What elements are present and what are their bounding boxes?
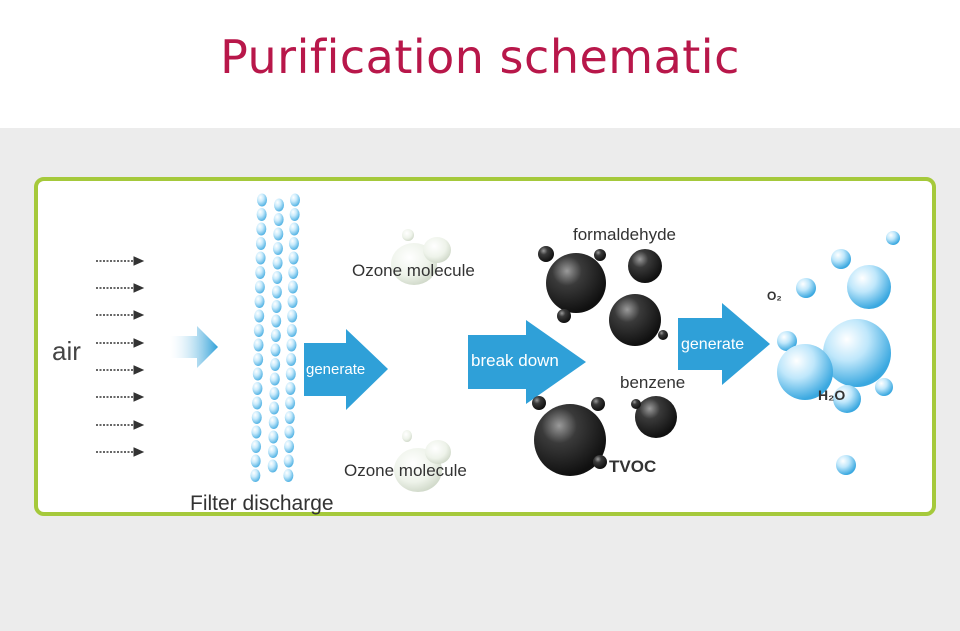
air-label: air [52,336,81,366]
ozone-molecule-top-label: Ozone molecule [352,261,475,280]
filter-bead [256,208,267,221]
formaldehyde-label: formaldehyde [573,225,677,244]
filter-bead [252,396,263,410]
generate-arrow-2 [678,303,770,385]
filter-bead [268,430,279,444]
filter-bead [273,213,284,226]
filter-bead [288,266,299,279]
filter-bead [250,469,261,482]
filter-bead [267,459,278,473]
ozone-molecule-top-icon [391,229,451,285]
filter-bead [283,469,294,482]
filter-bead [286,338,297,352]
filter-bead [270,358,281,371]
filter-bead [285,367,296,381]
filter-bead [287,280,298,294]
filter-bead [253,338,264,352]
filter-bead [284,411,295,424]
o2-label: O₂ [767,289,782,303]
filter-bead [255,266,266,279]
generate-arrow-2-label: generate [681,336,745,353]
water-oxygen-bubbles-icon [777,231,900,475]
filter-bead [272,256,283,270]
benzene-label: benzene [620,373,686,392]
filter-bead [255,251,266,265]
filter-bead [288,237,299,250]
filter-bead [269,372,280,386]
filter-bead [269,401,280,415]
filter-bead [274,198,284,212]
break-down-arrow-label: break down [471,351,559,370]
filter-bead [252,367,263,381]
filter-bead [285,382,296,395]
filter-bead [286,324,297,337]
tvoc-label: TVOC [609,457,657,476]
filter-bead [251,425,262,439]
filter-bead [253,324,264,337]
filter-bead [271,314,282,328]
ozone-molecule-bottom-icon [394,430,451,492]
break-down-arrow [468,320,586,404]
filter-bead [289,222,300,236]
filter-bead [256,222,267,236]
h2o-label: H₂O [818,387,846,403]
filter-bead [288,251,299,265]
filter-bead [272,271,283,284]
filter-bead [270,329,281,342]
generate-arrow-1 [304,329,388,410]
filter-discharge-label: Filter discharge [190,492,334,515]
filter-bead [284,425,295,439]
filter-bead [286,353,297,366]
filter-bead [271,300,282,313]
filter-beads [250,193,300,482]
filter-bead [287,309,298,323]
filter-bead [255,237,266,250]
filter-bead [285,396,296,410]
filter-bead [254,280,265,294]
air-flow-arrows [96,256,145,457]
air-input-arrow [170,326,218,368]
filter-bead [254,309,265,323]
page-title: Purification schematic [220,30,740,84]
filter-bead [253,353,264,366]
tvoc-molecule-icon [532,396,607,476]
filter-bead [283,454,294,468]
filter-bead [284,440,295,453]
filter-bead [251,440,262,453]
filter-bead [272,242,283,255]
filter-bead [287,295,298,308]
filter-bead [269,387,280,400]
filter-bead [257,193,267,207]
filter-bead [268,445,279,458]
filter-bead [251,411,262,424]
generate-arrow-1-label: generate [306,361,366,378]
ozone-molecule-bottom-label: Ozone molecule [344,461,467,480]
filter-bead [290,193,300,207]
filter-bead [271,285,282,299]
filter-bead [254,295,265,308]
benzene-molecule-icon [631,396,677,438]
filter-bead [252,382,263,395]
filter-bead [273,227,284,241]
filter-bead [250,454,261,468]
filter-bead [268,416,279,429]
filter-bead [270,343,281,357]
formaldehyde-molecule-icon [538,246,668,346]
filter-bead [289,208,300,221]
